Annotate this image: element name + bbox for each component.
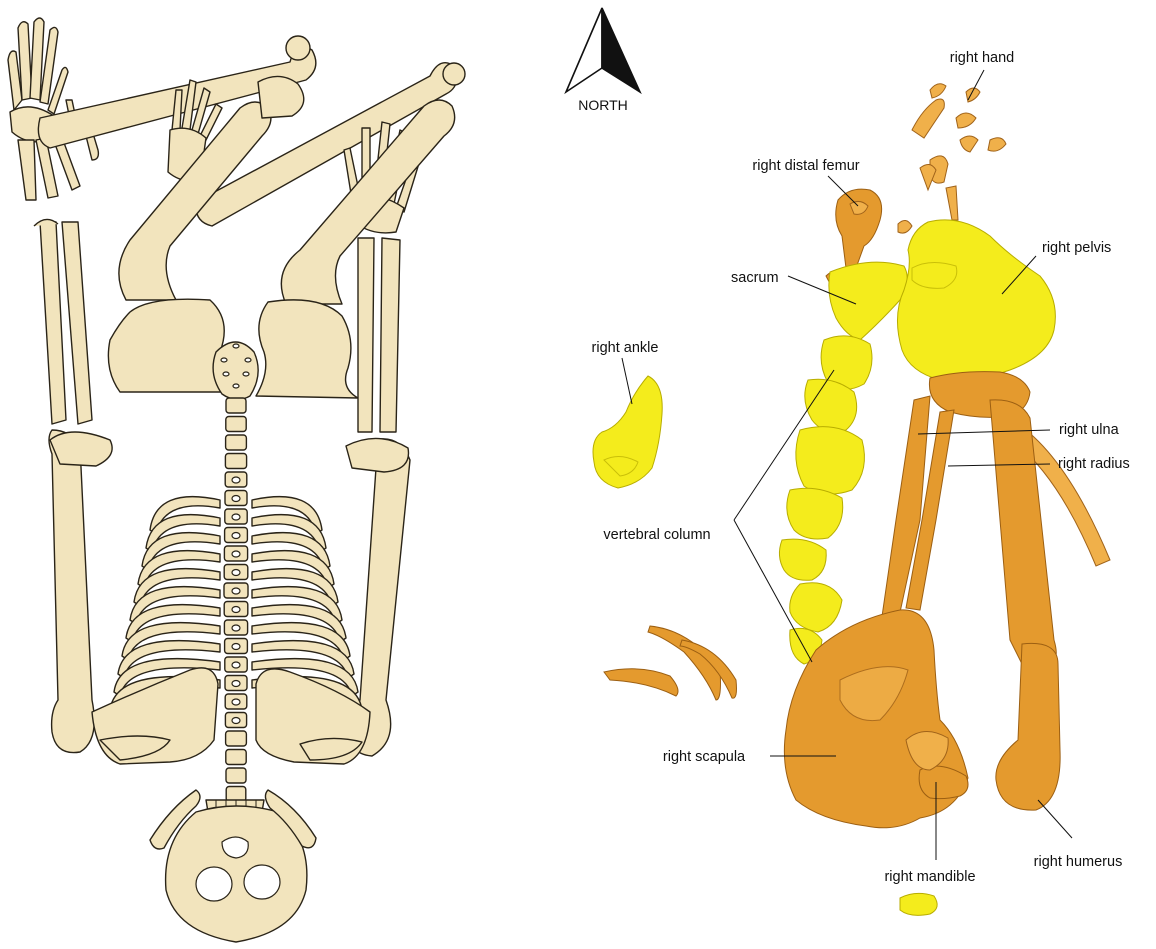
left-leg-bones <box>34 219 92 424</box>
label-right-scapula: right scapula <box>663 749 746 765</box>
vertebral-foramen <box>232 607 240 613</box>
vertebra <box>226 417 246 432</box>
scan-right-ankle <box>593 376 662 488</box>
leader-right-humerus <box>1038 800 1072 838</box>
label-right-humerus: right humerus <box>1034 854 1123 870</box>
vertebra <box>226 398 246 413</box>
scan-right-distal-femur <box>836 189 882 268</box>
vertebra <box>226 731 247 746</box>
sacrum-schematic <box>213 342 258 400</box>
scan-renders <box>593 84 1110 916</box>
vertebral-foramen <box>232 681 240 687</box>
skeleton-schematic <box>8 18 465 942</box>
leader-right-ankle <box>622 358 632 404</box>
label-right-ulna: right ulna <box>1059 422 1120 438</box>
pelvis-schematic <box>108 299 358 399</box>
vertebral-foramen <box>232 533 240 539</box>
vertebral-foramen <box>232 644 240 650</box>
scan-right-humerus <box>996 643 1060 810</box>
vertebra <box>225 454 246 469</box>
vertebra <box>226 750 246 765</box>
label-right-ankle: right ankle <box>592 340 659 356</box>
north-arrow: NORTH <box>566 8 640 113</box>
spine-schematic <box>224 398 248 802</box>
right-leg-bones <box>358 238 400 432</box>
vertebral-foramen <box>232 662 240 668</box>
scan-small-fragment <box>900 893 937 915</box>
vertebral-foramen <box>232 588 240 594</box>
scan-right-pelvis <box>897 220 1055 381</box>
vertebral-foramen <box>232 625 240 631</box>
vertebral-foramen <box>232 551 240 557</box>
label-vertebral-column: vertebral column <box>603 527 710 543</box>
vertebral-foramen <box>232 718 240 724</box>
north-label: NORTH <box>578 97 628 113</box>
vertebra <box>226 768 246 783</box>
scan-rib-fragments <box>604 626 737 700</box>
vertebral-foramen <box>232 496 240 502</box>
left-humerus-schematic <box>49 430 112 753</box>
label-right-distal-femur: right distal femur <box>752 158 859 174</box>
vertebral-foramen <box>232 699 240 705</box>
label-sacrum: sacrum <box>731 270 779 286</box>
vertebral-foramen <box>232 477 240 483</box>
vertebra <box>226 787 246 802</box>
vertebra <box>226 435 247 450</box>
vertebral-foramen <box>232 514 240 520</box>
label-right-radius: right radius <box>1058 456 1130 472</box>
label-right-pelvis: right pelvis <box>1042 240 1111 256</box>
vertebral-foramen <box>232 570 240 576</box>
scan-right-humerus-shaft <box>990 400 1056 664</box>
label-right-hand: right hand <box>950 50 1015 66</box>
label-right-mandible: right mandible <box>884 869 975 885</box>
north-arrow-right-half <box>602 8 640 92</box>
scan-right-hand <box>898 84 1006 233</box>
north-arrow-left-half <box>566 8 602 92</box>
